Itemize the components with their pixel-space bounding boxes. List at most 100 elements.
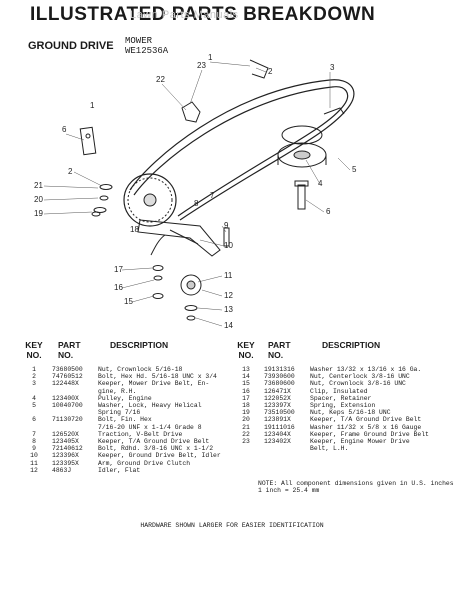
key-no: 3 [32, 380, 36, 388]
belt-keepers [181, 59, 345, 123]
part-no: 122448X [52, 380, 79, 388]
callout-9: 9 [224, 221, 229, 230]
part-description: Washer 13/32 x 13/16 x 16 Ga. [310, 366, 422, 373]
engine-bolt [294, 180, 309, 210]
callout-19: 19 [34, 209, 43, 218]
col-key-right: KEY NO. [237, 340, 255, 360]
part-description: Washer, Lock, Heavy Helical Spring 7/16 [98, 402, 202, 417]
key-no: 21 [242, 423, 250, 431]
callout-10: 10 [224, 241, 233, 250]
part-description: Pulley, Engine [98, 394, 152, 402]
table-row: 7 126520X Traction, V-Belt Drive [16, 431, 226, 438]
part-no: 123891X [264, 416, 291, 424]
part-no: 123395X [52, 459, 79, 467]
part-no: 126520X [52, 430, 79, 438]
key-no: 7 [32, 430, 36, 438]
model-number: WE12536A [125, 46, 169, 56]
callout-22: 22 [156, 75, 165, 84]
key-no: 1 [32, 366, 36, 373]
key-no: 16 [242, 387, 250, 395]
table-row: 13 19131316 Washer 13/32 x 13/16 x 16 Ga. [228, 366, 438, 373]
part-no: 122052X [264, 394, 291, 402]
part-no: 72140612 [52, 445, 83, 453]
key-no: 15 [242, 380, 250, 388]
table-row: 10 123396X Keeper, Ground Drive Belt, Idle… [16, 452, 226, 459]
part-no: 4863J [52, 466, 72, 474]
part-description: Washer 11/32 x 5/8 x 16 Gauge [310, 423, 422, 431]
callout-11: 11 [224, 271, 233, 280]
callout-23: 23 [197, 61, 206, 70]
key-no: 19 [242, 409, 250, 417]
callout-2b: 2 [68, 167, 73, 176]
callout-1: 1 [208, 53, 213, 62]
callout-6b: 6 [326, 207, 331, 216]
key-no: 9 [32, 445, 36, 453]
part-description: Traction, V-Belt Drive [98, 430, 183, 438]
key-no: 22 [242, 430, 250, 438]
col-desc-left: DESCRIPTION [110, 340, 169, 350]
callout-18: 18 [130, 225, 139, 234]
part-no: 19131316 [264, 366, 295, 373]
model-label: MOWER WE12536A [125, 36, 168, 56]
key-no: 18 [242, 402, 250, 410]
table-row: 5 10040700 Washer, Lock, Heavy Helical Spr… [16, 402, 226, 416]
part-no: 73680500 [52, 366, 83, 373]
footer-note: HARDWARE SHOWN LARGER FOR EASIER IDENTIF… [140, 522, 324, 529]
callout-14: 14 [224, 321, 233, 330]
drive-sprocket [123, 173, 177, 227]
watermark: Lawn Parts Manuals [130, 9, 239, 21]
callout-4: 4 [318, 179, 323, 188]
part-description: Keeper, Frame Ground Drive Belt [310, 430, 429, 438]
key-no: 12 [30, 466, 38, 474]
part-no: 10040700 [52, 402, 83, 410]
table-row: 19 73510500 Nut, Keps 5/16-18 UNC [228, 409, 438, 416]
part-no: 123396X [52, 452, 79, 460]
part-description: Keeper, Engine Mower Drive Belt, L.H. [310, 438, 410, 453]
callout-1b: 1 [90, 101, 95, 110]
key-no: 14 [242, 373, 250, 381]
key-no: 10 [30, 452, 38, 460]
page-title: ILLUSTRATED PARTS BREAKDOWN [30, 4, 376, 25]
parts-list: KEY NO. PART NO. DESCRIPTION KEY NO. PAR… [0, 340, 464, 520]
part-no: 123405X [52, 438, 79, 446]
part-no: 126471X [264, 387, 291, 395]
part-no: 73510500 [264, 409, 295, 417]
dimension-note: NOTE: All component dimensions given in … [258, 480, 454, 495]
col-key-left: KEY NO. [25, 340, 43, 360]
callout-21: 21 [34, 181, 43, 190]
v-belt [129, 79, 355, 221]
key-no: 8 [32, 438, 36, 446]
callout-17: 17 [114, 265, 123, 274]
col-part-left: PART NO. [58, 340, 81, 360]
callout-2: 2 [268, 67, 273, 76]
key-no: 4 [32, 394, 36, 402]
callout-3: 3 [330, 63, 335, 72]
part-description: Keeper, Ground Drive Belt, Idler [98, 452, 221, 460]
part-description: Spacer, Retainer [310, 394, 372, 402]
leader-lines [43, 61, 351, 327]
part-description: Nut, Keps 5/16-18 UNC [310, 409, 391, 417]
part-description: Bolt, Fin. Hex 7/16-20 UNF x 1-1/4 Grade… [98, 416, 202, 431]
key-no: 5 [32, 402, 36, 410]
part-description: Bolt, Rdhd. 3/8-16 UNC x 1-1/2 [98, 445, 214, 453]
callout-5: 5 [352, 165, 357, 174]
part-no: 73930600 [264, 373, 295, 381]
parts-diagram: 1 2 23 22 1 3 6 4 5 6 2 7 21 20 19 8 9 1… [34, 53, 357, 330]
key-no: 13 [242, 366, 250, 373]
